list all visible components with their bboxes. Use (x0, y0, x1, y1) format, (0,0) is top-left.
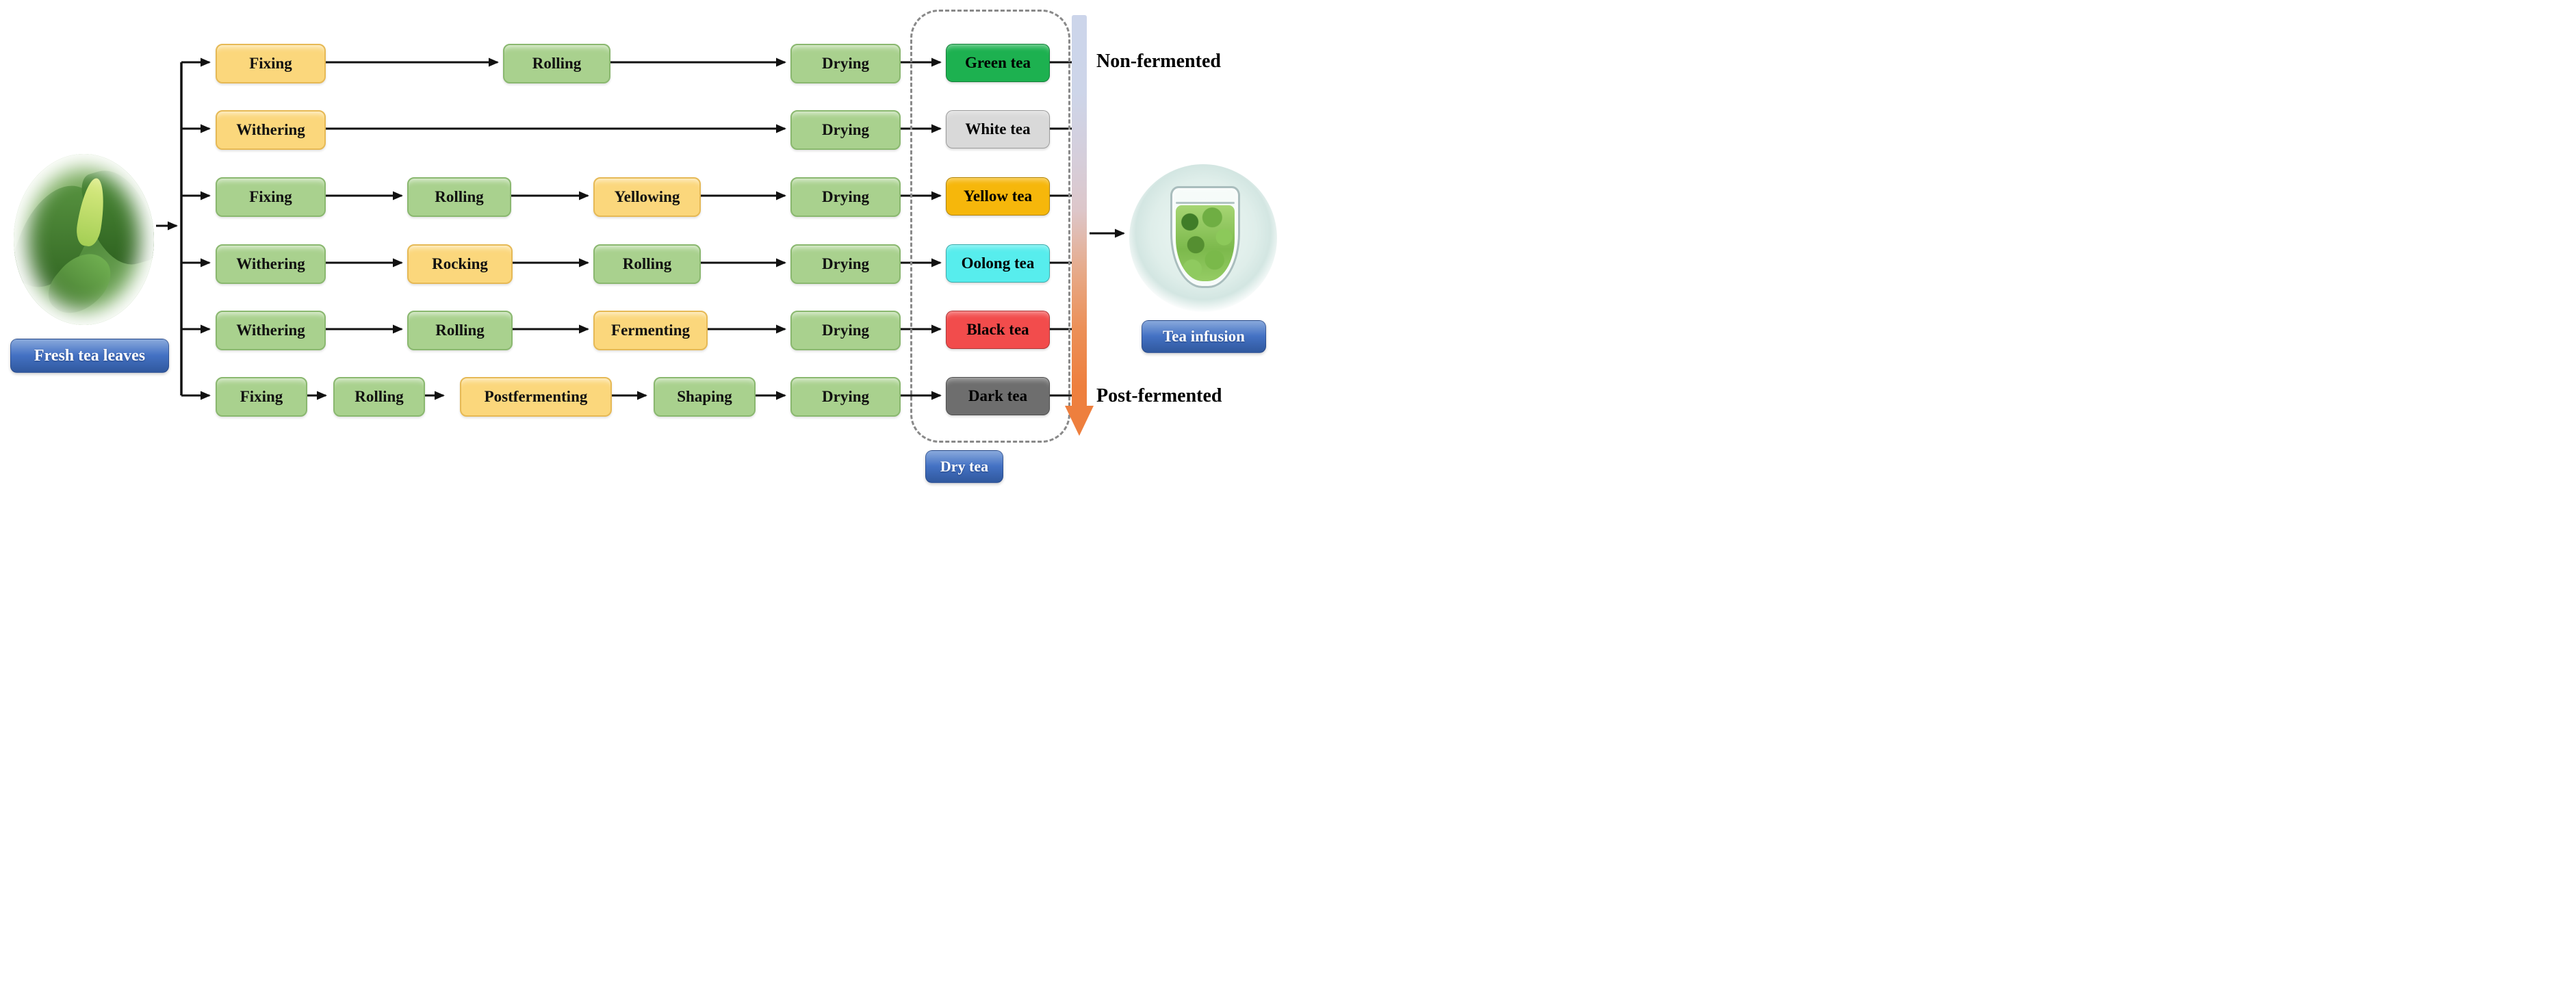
process-step-rolling: Rolling (407, 177, 511, 217)
process-step-rolling: Rolling (333, 377, 425, 417)
leaf-shape (14, 173, 104, 299)
process-step-withering: Withering (216, 244, 326, 284)
fermentation-gradient-bar (1072, 15, 1087, 406)
dry-tea-label: Dry tea (925, 450, 1003, 483)
tea-box-black: Black tea (946, 311, 1050, 349)
fermentation-gradient-arrowhead-icon (1065, 406, 1094, 436)
process-step-fixing: Fixing (216, 177, 326, 217)
process-step-drying: Drying (790, 311, 901, 350)
dry-tea-group-outline (910, 10, 1070, 443)
process-step-drying: Drying (790, 177, 901, 217)
tea-bud-shape (74, 176, 109, 248)
post-fermented-label: Post-fermented (1096, 385, 1222, 406)
process-step-drying: Drying (790, 44, 901, 83)
tea-box-yellow: Yellow tea (946, 177, 1050, 216)
tea-infusion-label: Tea infusion (1142, 320, 1266, 353)
tea-box-dark: Dark tea (946, 377, 1050, 415)
process-step-fermenting: Fermenting (593, 311, 708, 350)
fresh-tea-leaves-photo (14, 154, 154, 325)
non-fermented-label: Non-fermented (1096, 51, 1221, 72)
process-step-withering: Withering (216, 311, 326, 350)
tea-infusion-photo (1129, 164, 1277, 312)
process-step-rocking: Rocking (407, 244, 513, 284)
process-step-shaping: Shaping (654, 377, 756, 417)
leaf-shape (77, 161, 154, 274)
process-step-rolling: Rolling (407, 311, 513, 350)
fresh-tea-leaves-label: Fresh tea leaves (10, 339, 169, 373)
tea-box-green: Green tea (946, 44, 1050, 82)
process-step-fixing: Fixing (216, 377, 307, 417)
process-step-fixing: Fixing (216, 44, 326, 83)
tea-processing-flowchart: Fresh tea leaves Fixing Rolling Drying G… (0, 0, 1288, 501)
process-step-rolling: Rolling (503, 44, 610, 83)
steeping-leaves (1176, 205, 1235, 281)
water-line (1176, 202, 1235, 205)
process-step-drying: Drying (790, 377, 901, 417)
glass-cup-shape (1170, 186, 1240, 288)
process-step-yellowing: Yellowing (593, 177, 701, 217)
leaf-shape (39, 242, 120, 325)
process-step-withering: Withering (216, 110, 326, 150)
process-step-drying: Drying (790, 110, 901, 150)
tea-box-oolong: Oolong tea (946, 244, 1050, 283)
process-step-drying: Drying (790, 244, 901, 284)
process-step-postfermenting: Postfermenting (460, 377, 612, 417)
process-step-rolling: Rolling (593, 244, 701, 284)
tea-box-white: White tea (946, 110, 1050, 148)
